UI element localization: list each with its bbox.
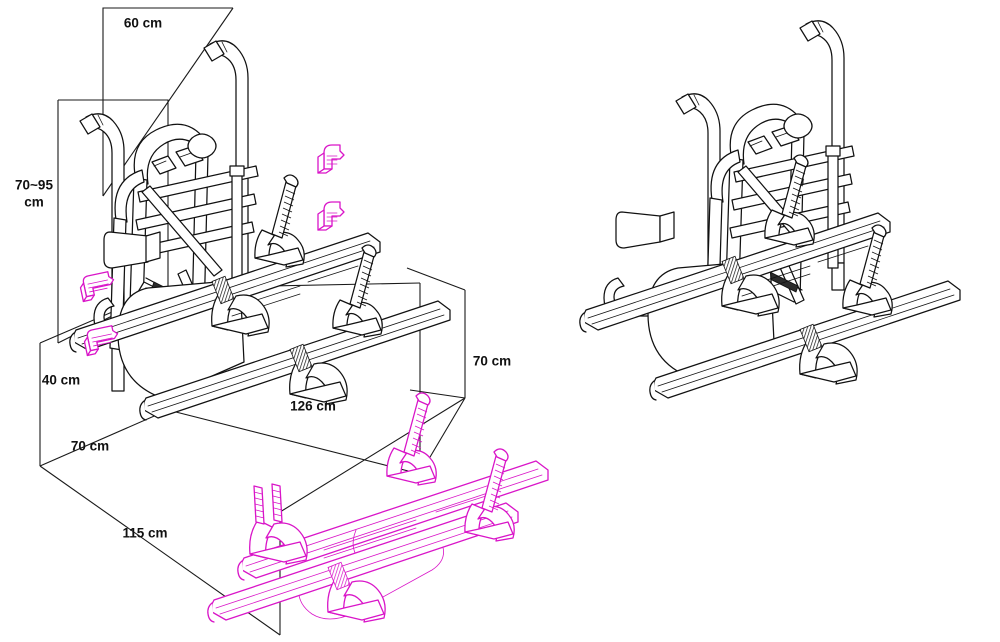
svg-text:cm: cm bbox=[24, 195, 44, 210]
wheel-holders bbox=[721, 154, 893, 385]
wheel-holder-highlight bbox=[464, 448, 515, 542]
adjustment-arrow-markers bbox=[79, 144, 345, 357]
wheel-holder bbox=[332, 244, 383, 338]
magenta-arrow-icon bbox=[317, 201, 345, 231]
magenta-arrow-icon bbox=[79, 271, 115, 303]
wheel-holder-highlight bbox=[386, 392, 437, 486]
wheel-holder-highlight bbox=[249, 483, 308, 565]
magenta-arrow-icon bbox=[317, 144, 345, 174]
detached-rail-assembly-highlight bbox=[207, 392, 549, 623]
wheel-holder bbox=[211, 275, 270, 337]
dimension-label-40cm: 40 cm bbox=[42, 373, 80, 388]
wheel-holder bbox=[721, 255, 780, 317]
carrier-main-frame bbox=[93, 123, 259, 399]
dimension-labels: 60 cm 70~95 cm 40 cm 70 cm 126 cm 70 cm … bbox=[15, 16, 511, 541]
dimension-label-70cm-right: 70 cm bbox=[473, 354, 511, 369]
wheel-holder bbox=[764, 154, 815, 248]
wheel-holder bbox=[842, 224, 893, 318]
magenta-arrow-icon bbox=[83, 325, 119, 357]
view-left-carrier bbox=[69, 40, 451, 421]
view-right-carrier bbox=[579, 20, 961, 401]
wheel-holder bbox=[799, 323, 858, 385]
dimension-label-126cm: 126 cm bbox=[290, 399, 336, 414]
svg-text:70~95: 70~95 bbox=[15, 178, 53, 193]
dimension-label-115cm: 115 cm bbox=[122, 526, 167, 541]
dimension-label-60cm: 60 cm bbox=[124, 16, 162, 31]
dimension-label-70-95cm: 70~95 cm bbox=[15, 178, 53, 210]
wheel-holder bbox=[289, 343, 348, 405]
dimension-label-70cm-left: 70 cm bbox=[71, 439, 109, 454]
wheel-holders bbox=[211, 174, 383, 405]
wheel-holder bbox=[254, 174, 305, 268]
wheel-holder-highlight bbox=[327, 561, 386, 623]
